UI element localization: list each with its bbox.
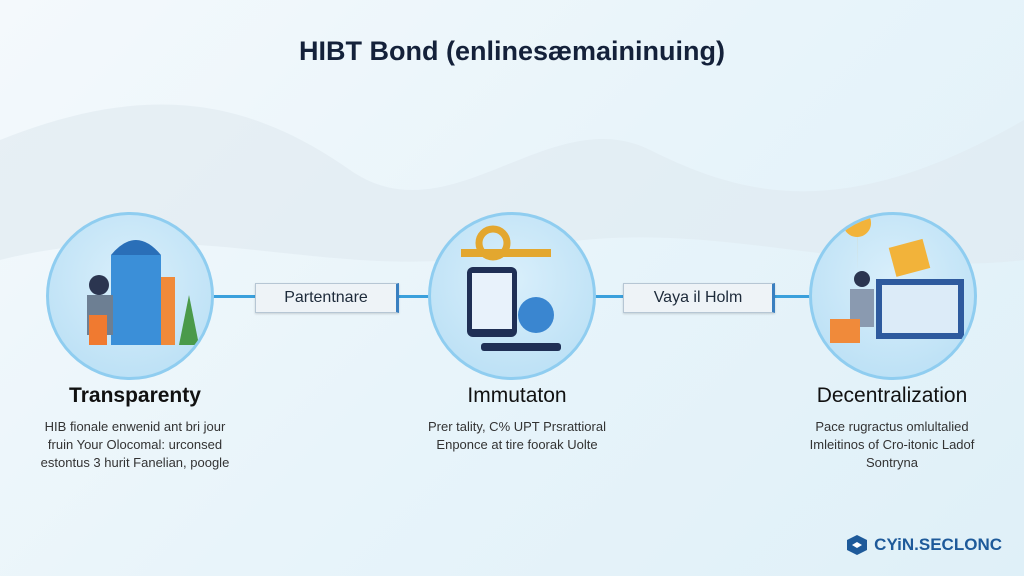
page-title: HIBT Bond (enlinesæmaininuing) bbox=[299, 36, 725, 66]
hexagon-logo-icon bbox=[847, 535, 868, 555]
decentralization-illustration bbox=[809, 212, 977, 380]
brand-name: CYiN.SECLONC bbox=[874, 535, 1002, 554]
phone-icon bbox=[461, 225, 561, 351]
connector-line bbox=[595, 295, 625, 298]
brand-logo: CYiN.SECLONC bbox=[846, 534, 1002, 556]
step-heading: Decentralization bbox=[816, 384, 968, 407]
background-wave-mesh bbox=[0, 104, 1024, 264]
connector-label: Vaya il Holm bbox=[623, 283, 775, 313]
transparency-illustration bbox=[46, 212, 214, 380]
connector-line bbox=[773, 295, 813, 298]
building-icon bbox=[87, 240, 199, 345]
step-heading: Immutaton bbox=[467, 384, 567, 407]
immutability-illustration bbox=[428, 212, 596, 380]
connector-line bbox=[210, 295, 260, 298]
connector-line bbox=[396, 295, 432, 298]
network-icon bbox=[830, 215, 964, 343]
step-heading: Transparenty bbox=[69, 384, 201, 407]
connector-label: Partentnare bbox=[255, 283, 399, 313]
